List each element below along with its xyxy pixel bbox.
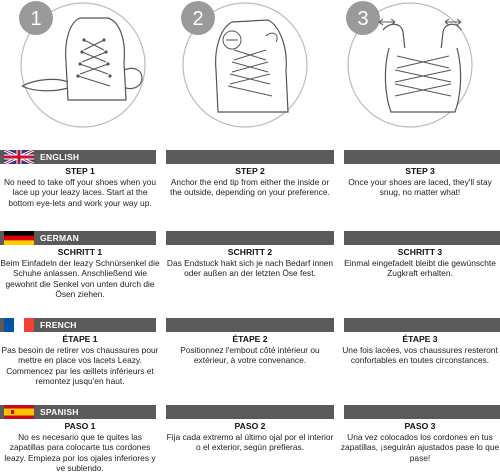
step-3-instructions: STEP 3 Once your shoes are laced, they'l… — [340, 166, 500, 198]
step-3-instructions: ÉTAPE 3 Une fois lacées, vos chaussures … — [340, 334, 500, 366]
step-title: PASO 2 — [234, 421, 266, 431]
step-title: SCHRITT 2 — [227, 247, 273, 257]
step-text: Beim Einfadeln der leazy Schnürsenkel di… — [0, 257, 160, 300]
step-text: Una vez colocados los cordones en tus za… — [340, 431, 500, 463]
step-2-instructions: SCHRITT 2 Das Endstuck hakt sich je nach… — [166, 247, 334, 279]
step-text: Fija cada extremo al último ojal por el … — [166, 431, 334, 453]
language-header-bar — [0, 318, 156, 332]
step-text: Positionnez l'embout côté intérieur ou e… — [180, 344, 320, 366]
step-1-number: 1 — [30, 8, 41, 30]
language-header-bar — [0, 150, 156, 164]
language-name: FRENCH — [40, 320, 77, 330]
step-title: ÉTAPE 2 — [232, 334, 268, 344]
step-title: STEP 1 — [65, 166, 95, 176]
step-title: PASO 3 — [404, 421, 436, 431]
uk-flag-icon — [4, 150, 34, 164]
step-title: STEP 3 — [405, 166, 435, 176]
step-1-instructions: ÉTAPE 1 Pas besoin de retirer vos chauss… — [0, 334, 160, 387]
language-name: ENGLISH — [40, 152, 80, 162]
step-1-instructions: PASO 1 No es necesario que te quites las… — [0, 421, 160, 474]
header-bar — [166, 150, 334, 164]
header-bar — [344, 150, 500, 164]
step-3-instructions: PASO 3 Una vez colocados los cordones en… — [340, 421, 500, 463]
header-bar — [344, 318, 500, 332]
step-title: SCHRITT 1 — [57, 247, 103, 257]
step-title: PASO 1 — [64, 421, 96, 431]
header-bar — [166, 231, 334, 245]
step-3-instructions: SCHRITT 3 Einmal eingefadelt bleibt die … — [340, 247, 500, 279]
step-2-illustration: 2 — [170, 0, 320, 130]
step-text: Einmal eingefadelt bleibt die gewünschte… — [344, 257, 496, 279]
language-name: GERMAN — [40, 233, 79, 243]
header-bar — [344, 405, 500, 419]
step-text: No need to take off your shoes when you … — [3, 176, 157, 208]
language-name: SPANISH — [40, 407, 79, 417]
germany-flag-icon — [4, 231, 34, 245]
step-text: Une fois lacées, vos chaussures resteron… — [342, 344, 498, 366]
step-1-instructions: SCHRITT 1 Beim Einfadeln der leazy Schnü… — [0, 247, 160, 300]
step-text: Pas besoin de retirer vos chaussures pou… — [1, 344, 159, 387]
step-1-instructions: STEP 1 No need to take off your shoes wh… — [0, 166, 160, 208]
step-2-number: 2 — [192, 8, 203, 30]
header-bar — [166, 318, 334, 332]
step-text: Once your shoes are laced, they'll stay … — [348, 176, 492, 198]
step-title: STEP 2 — [235, 166, 265, 176]
step-3-number: 3 — [357, 8, 368, 30]
language-header-bar — [0, 405, 156, 419]
step-title: ÉTAPE 1 — [62, 334, 98, 344]
header-bar — [344, 231, 500, 245]
step-2-instructions: ÉTAPE 2 Positionnez l'embout côté intéri… — [166, 334, 334, 366]
language-header-bar — [0, 231, 156, 245]
spain-flag-icon — [4, 405, 34, 419]
step-3-illustration: 3 — [335, 0, 485, 130]
step-1-illustration: 1 — [8, 0, 158, 130]
header-bar — [166, 405, 334, 419]
step-2-instructions: STEP 2 Anchor the end tip from either th… — [166, 166, 334, 198]
step-text: Anchor the end tip from either the insid… — [170, 176, 330, 198]
step-text: Das Endstuck hakt sich je nach Bedarf in… — [166, 257, 334, 279]
step-title: ÉTAPE 3 — [402, 334, 438, 344]
france-flag-icon — [4, 318, 34, 332]
step-text: No es necesario que te quites las zapati… — [4, 431, 156, 474]
step-2-instructions: PASO 2 Fija cada extremo al último ojal … — [166, 421, 334, 453]
step-title: SCHRITT 3 — [397, 247, 443, 257]
